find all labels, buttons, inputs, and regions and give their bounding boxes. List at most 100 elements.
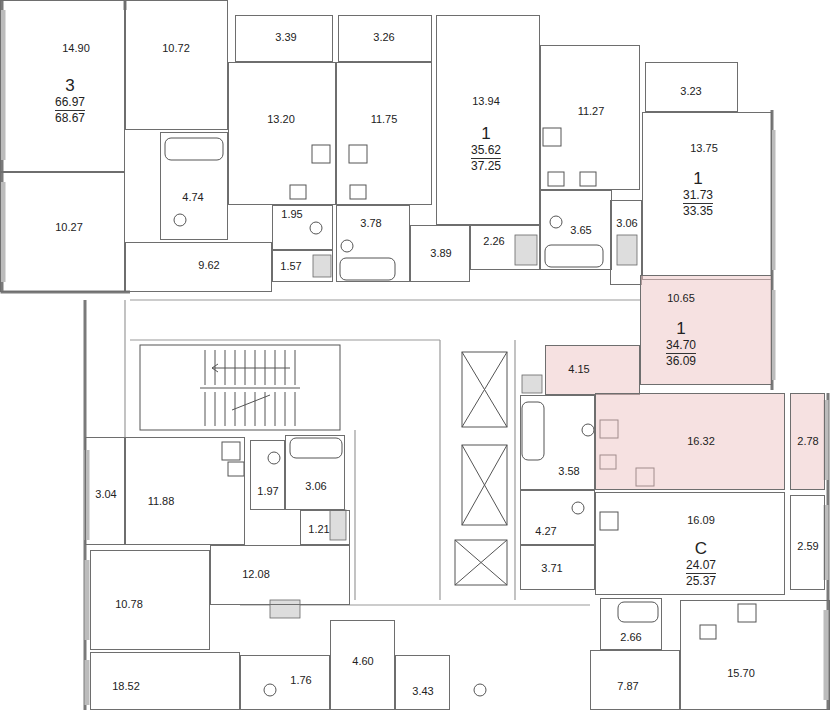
room: 1.97 <box>250 440 285 510</box>
toilet <box>264 684 276 696</box>
apartment-rooms: 1 <box>481 124 490 143</box>
room-area-value: 2.66 <box>620 631 641 643</box>
room: 3.71 <box>520 545 595 590</box>
room: 7.87 <box>590 650 680 710</box>
living-area: 66.97 <box>55 95 85 111</box>
room: 3.26 <box>338 15 432 62</box>
room-area-value: 10.27 <box>55 221 83 233</box>
room-area-value: 2.59 <box>797 540 818 552</box>
room-area-value: 4.15 <box>568 363 589 375</box>
room-area: 4.60 <box>352 655 373 668</box>
room-area: 18.52 <box>112 680 140 693</box>
room: 11.75 <box>336 62 432 205</box>
room-area-value: 1.21 <box>308 523 329 535</box>
room-area-value: 3.89 <box>430 247 451 259</box>
total-area: 25.37 <box>686 574 716 589</box>
room-area: 3.65 <box>570 224 591 237</box>
toilet <box>572 502 584 514</box>
living-area: 34.70 <box>666 338 696 354</box>
stove <box>312 145 330 163</box>
stair-well <box>140 345 340 430</box>
elevator-shaft <box>462 352 507 427</box>
room-area: 1.57 <box>280 260 301 273</box>
room-area: 10.65 <box>667 292 695 305</box>
room-area: 10.27 <box>55 221 83 234</box>
bathtub <box>618 602 658 622</box>
corridor-wall <box>439 340 440 600</box>
room: 3.78 <box>336 205 410 282</box>
corridor-wall <box>514 340 515 600</box>
apartment-rooms: 3 <box>65 76 74 95</box>
living-area: 31.73 <box>683 188 713 204</box>
corridor-wall <box>130 299 640 300</box>
room-area-value: 10.78 <box>115 598 143 610</box>
room-area: 1.21 <box>308 523 329 536</box>
elevator-cross <box>462 445 507 525</box>
total-area: 68.67 <box>55 111 85 126</box>
sink <box>580 172 596 186</box>
apartment-summary: 135.6237.25 <box>471 124 501 174</box>
apartment-rooms: 1 <box>676 319 685 338</box>
room: 3.39 <box>235 15 333 62</box>
room-area: 3.23 <box>680 85 701 98</box>
room-area: 2.26 <box>483 235 504 248</box>
room: 3.04 <box>85 437 125 545</box>
room-area: 3.26 <box>373 31 394 44</box>
apartment-summary: C24.0725.37 <box>686 539 716 589</box>
room-area-value: 7.87 <box>617 680 638 692</box>
stair-landing <box>200 388 300 389</box>
room-area: 2.59 <box>797 540 818 553</box>
room-area: 4.15 <box>568 363 589 376</box>
room-area: 3.06 <box>305 480 326 493</box>
window <box>1 10 6 282</box>
room-area: 11.27 <box>578 105 605 118</box>
room-area: 7.87 <box>617 680 638 693</box>
apartment-room: 13.94135.6237.25 <box>436 15 540 225</box>
room-area: 11.88 <box>148 495 175 508</box>
room: 2.66 <box>600 598 662 650</box>
room: 3.06 <box>610 200 642 285</box>
room-area: 3.39 <box>275 31 296 44</box>
room: 2.59 <box>790 495 825 590</box>
room-area: 3.43 <box>412 685 433 698</box>
room: 1.21 <box>300 510 350 545</box>
room-area: 15.70 <box>727 667 755 680</box>
room-area-value: 3.04 <box>95 488 116 500</box>
room-area-value: 3.26 <box>373 31 394 43</box>
room: 10.78 <box>90 550 210 650</box>
room-area: 1.76 <box>290 674 311 687</box>
room-area-value: 3.78 <box>360 217 381 229</box>
radiator <box>617 235 637 265</box>
room: 1.76 <box>240 655 330 710</box>
room-area: 3.78 <box>360 217 381 230</box>
room: 15.70 <box>680 600 830 710</box>
apartment-summary: 131.7333.35 <box>683 169 713 219</box>
apartment-summary: 134.7036.09 <box>666 319 696 369</box>
room: 10.27 <box>0 172 125 292</box>
sink <box>350 185 366 199</box>
apartment-room: 13.75131.7333.35 <box>642 112 772 280</box>
radiator <box>522 375 542 393</box>
room: 10.72 <box>125 0 228 130</box>
toilet <box>474 684 486 696</box>
toilet <box>310 222 322 234</box>
radiator <box>270 600 300 618</box>
room-area: 13.20 <box>267 113 295 126</box>
stove <box>222 442 240 460</box>
radiator <box>515 235 537 265</box>
total-area: 37.25 <box>471 159 501 174</box>
room: 3.23 <box>645 62 738 112</box>
room: 13.20 <box>228 62 336 205</box>
total-area: 33.35 <box>683 204 713 219</box>
room-area-value: 9.62 <box>198 259 219 271</box>
room: 18.52 <box>90 652 240 710</box>
room-area-value: 18.52 <box>112 680 140 692</box>
room: 11.88 <box>125 437 245 545</box>
corridor-wall <box>124 300 125 437</box>
room: 4.60 <box>330 620 395 710</box>
room-area-value: 11.88 <box>148 495 175 507</box>
room-area: 12.08 <box>242 568 270 581</box>
room-area: 9.62 <box>198 259 219 272</box>
elevator-cross <box>455 540 507 585</box>
